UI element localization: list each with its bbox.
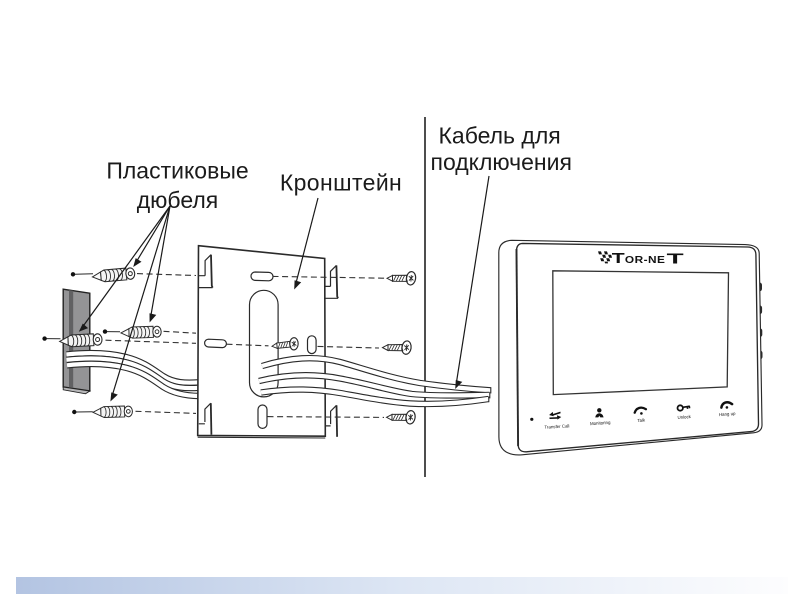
svg-text:Hang up: Hang up [719,411,736,417]
svg-text:Кронштейн: Кронштейн [280,170,402,196]
svg-text:Пластиковые: Пластиковые [106,158,248,184]
svg-text:OR-NE: OR-NE [625,255,665,266]
svg-text:дюбеля: дюбеля [137,187,219,213]
svg-text:Кабель для: Кабель для [439,123,561,149]
svg-text:Transfer Call: Transfer Call [544,423,569,429]
svg-text:Unlock: Unlock [677,414,692,420]
svg-text:T: T [667,250,684,267]
svg-text:подключения: подключения [431,149,572,175]
svg-text:T: T [612,250,625,266]
svg-text:Monitoring: Monitoring [590,420,611,426]
svg-text:Talk: Talk [637,417,646,423]
